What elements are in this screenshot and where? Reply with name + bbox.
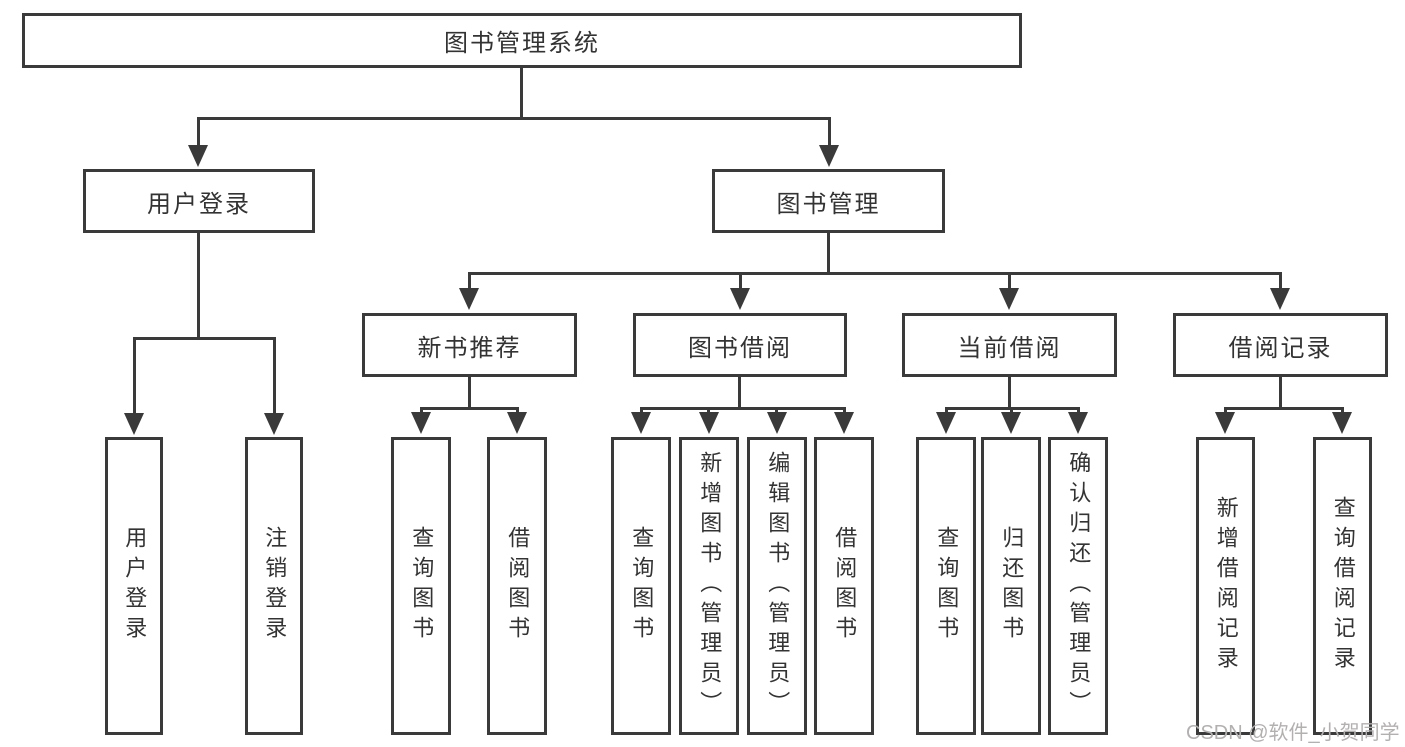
node-user-login: 用户登录 bbox=[83, 169, 315, 233]
leaf-borrow-books-recommend-label: 借阅图书 bbox=[505, 526, 531, 646]
node-root: 图书管理系统 bbox=[22, 13, 1022, 68]
arrow-down-icon bbox=[1215, 412, 1235, 434]
connector-rail bbox=[1224, 407, 1344, 410]
arrow-down-icon bbox=[188, 145, 208, 167]
arrow-down-icon bbox=[631, 412, 651, 434]
connector-leaf-drop bbox=[273, 337, 276, 415]
connector-stem bbox=[1279, 377, 1282, 407]
arrow-down-icon bbox=[1001, 412, 1021, 434]
leaf-logout-login-label: 注销登录 bbox=[262, 526, 288, 646]
leaf-confirm-return-admin-label: 确认归还（管理员） bbox=[1066, 451, 1092, 721]
connector-rail bbox=[420, 407, 519, 410]
node-new-book-recommend: 新书推荐 bbox=[362, 313, 577, 377]
connector-rail bbox=[640, 407, 846, 410]
node-current-borrowing: 当前借阅 bbox=[902, 313, 1117, 377]
leaf-add-borrow-record: 新增借阅记录 bbox=[1196, 437, 1255, 735]
connector-user-login-drop bbox=[197, 117, 200, 148]
arrow-down-icon bbox=[834, 412, 854, 434]
node-borrowing-records-label: 借阅记录 bbox=[1228, 334, 1333, 362]
leaf-add-borrow-record-label: 新增借阅记录 bbox=[1213, 496, 1239, 676]
arrow-down-icon bbox=[767, 412, 787, 434]
connector-root-stem bbox=[520, 68, 523, 117]
node-book-borrowing-label: 图书借阅 bbox=[688, 334, 792, 362]
leaf-borrow-books: 借阅图书 bbox=[814, 437, 874, 735]
connector-stem bbox=[1008, 377, 1011, 407]
node-book-management-label: 图书管理 bbox=[776, 190, 881, 218]
connector-level3-drop bbox=[468, 272, 471, 293]
leaf-query-books-current: 查询图书 bbox=[916, 437, 976, 735]
arrow-down-icon bbox=[124, 413, 144, 435]
leaf-query-books-recommend: 查询图书 bbox=[391, 437, 451, 735]
connector-leaf-drop bbox=[133, 337, 136, 415]
node-root-label: 图书管理系统 bbox=[444, 30, 600, 57]
connector-stem bbox=[468, 377, 471, 407]
arrow-down-icon bbox=[459, 288, 479, 310]
arrow-down-icon bbox=[1068, 412, 1088, 434]
leaf-add-books-admin: 新增图书（管理员） bbox=[679, 437, 739, 735]
arrow-down-icon bbox=[1332, 412, 1352, 434]
connector-user-login-stem bbox=[197, 233, 200, 337]
node-book-borrowing: 图书借阅 bbox=[633, 313, 847, 377]
leaf-return-books: 归还图书 bbox=[981, 437, 1041, 735]
arrow-down-icon bbox=[730, 288, 750, 310]
arrow-down-icon bbox=[507, 412, 527, 434]
arrow-down-icon bbox=[819, 145, 839, 167]
connector-level3-drop bbox=[1279, 272, 1282, 293]
leaf-borrow-books-recommend: 借阅图书 bbox=[487, 437, 547, 735]
leaf-query-books-current-label: 查询图书 bbox=[934, 526, 960, 646]
leaf-query-borrow-record-label: 查询借阅记录 bbox=[1330, 496, 1356, 676]
leaf-user-login: 用户登录 bbox=[105, 437, 163, 735]
leaf-borrow-books-label: 借阅图书 bbox=[832, 526, 858, 646]
arrow-down-icon bbox=[699, 412, 719, 434]
leaf-query-books-borrowing-label: 查询图书 bbox=[629, 526, 655, 646]
leaf-query-books-borrowing: 查询图书 bbox=[611, 437, 671, 735]
connector-book-mgmt-drop bbox=[828, 117, 831, 148]
node-user-login-label: 用户登录 bbox=[147, 190, 251, 218]
node-current-borrowing-label: 当前借阅 bbox=[957, 334, 1062, 362]
connector-user-login-rail bbox=[133, 337, 276, 340]
node-book-management: 图书管理 bbox=[712, 169, 945, 233]
connector-stem bbox=[738, 377, 741, 407]
leaf-logout-login: 注销登录 bbox=[245, 437, 303, 735]
connector-level3-drop bbox=[1008, 272, 1011, 293]
leaf-query-books-recommend-label: 查询图书 bbox=[409, 526, 435, 646]
arrow-down-icon bbox=[999, 288, 1019, 310]
arrow-down-icon bbox=[264, 413, 284, 435]
csdn-watermark: CSDN @软件_小贺同学 bbox=[1186, 722, 1400, 744]
arrow-down-icon bbox=[411, 412, 431, 434]
leaf-return-books-label: 归还图书 bbox=[999, 526, 1025, 646]
connector-root-rail bbox=[197, 117, 831, 120]
leaf-query-borrow-record: 查询借阅记录 bbox=[1313, 437, 1372, 735]
connector-book-mgmt-stem bbox=[827, 233, 830, 272]
arrow-down-icon bbox=[1270, 288, 1290, 310]
arrow-down-icon bbox=[936, 412, 956, 434]
connector-level3-drop bbox=[739, 272, 742, 293]
leaf-user-login-label: 用户登录 bbox=[122, 526, 148, 646]
leaf-edit-books-admin: 编辑图书（管理员） bbox=[747, 437, 807, 735]
leaf-add-books-admin-label: 新增图书（管理员） bbox=[697, 451, 723, 721]
node-new-book-recommend-label: 新书推荐 bbox=[417, 334, 522, 362]
connector-book-mgmt-rail bbox=[468, 272, 1282, 275]
leaf-edit-books-admin-label: 编辑图书（管理员） bbox=[765, 451, 791, 721]
node-borrowing-records: 借阅记录 bbox=[1173, 313, 1388, 377]
leaf-confirm-return-admin: 确认归还（管理员） bbox=[1048, 437, 1108, 735]
